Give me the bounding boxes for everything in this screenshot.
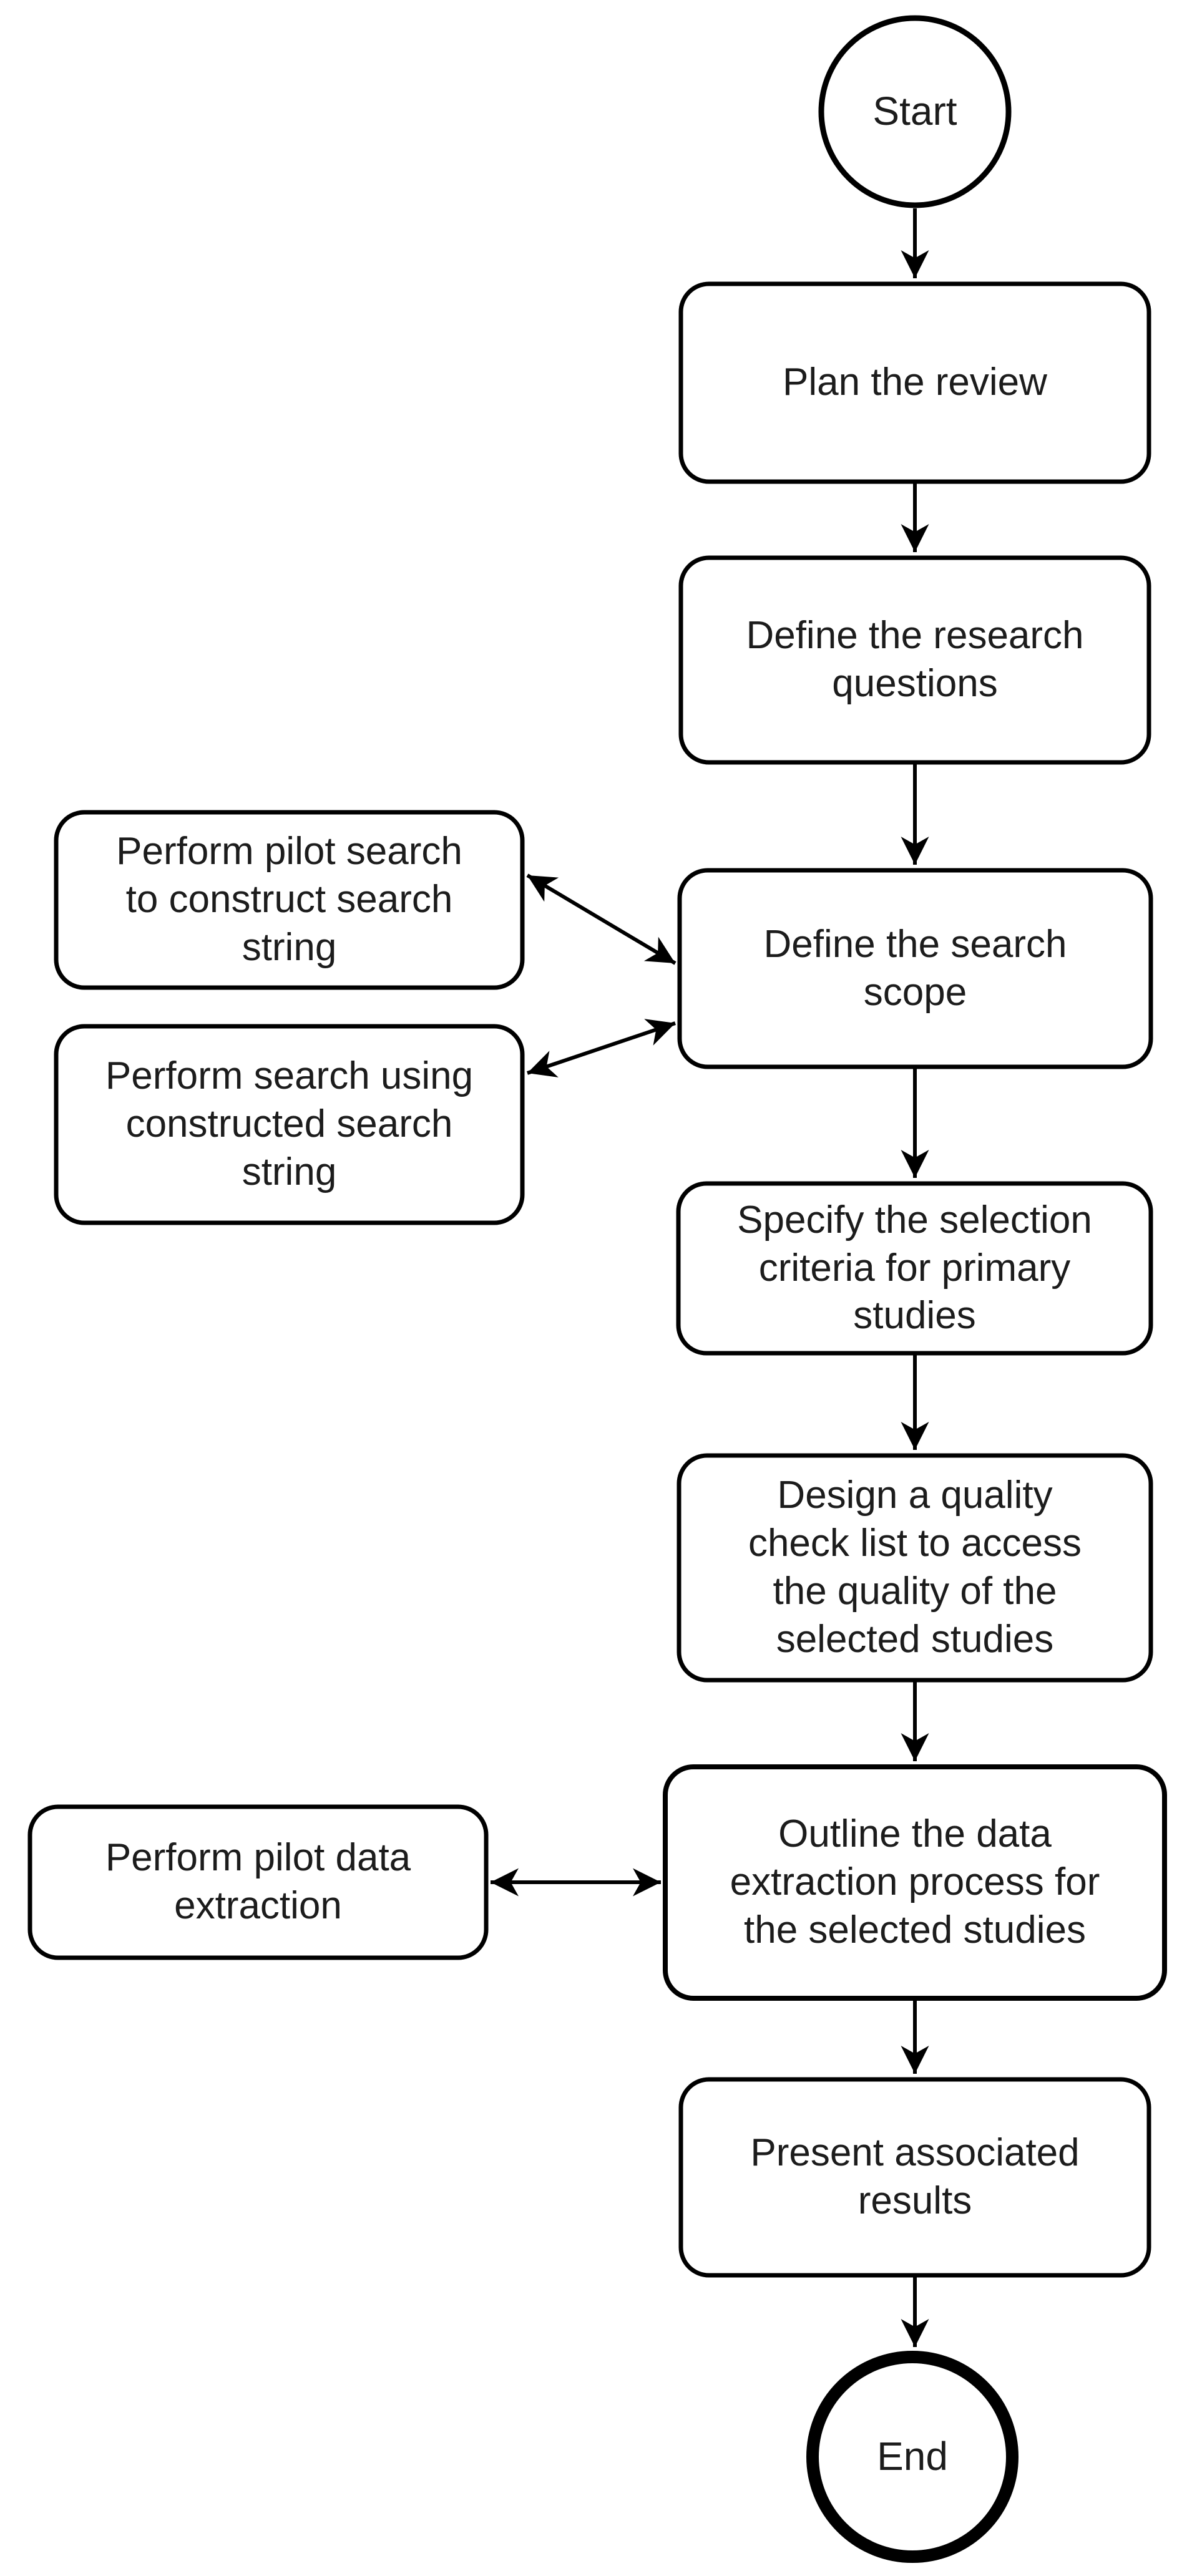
plan-review-label: Plan the review bbox=[783, 361, 1047, 404]
pilot-search-box bbox=[54, 810, 525, 990]
end-terminator-label: End bbox=[877, 2434, 948, 2479]
arrow-scope-pilot-search bbox=[526, 873, 677, 965]
search-scope-label: Define the search scope bbox=[763, 922, 1067, 1014]
selection-criteria-label: Specify the selection criteria for prima… bbox=[737, 1198, 1092, 1338]
quality-checklist-label: Design a quality check list to access th… bbox=[748, 1474, 1082, 1661]
data-extraction-label: Outline the data extraction process for … bbox=[730, 1812, 1100, 1951]
search-using-box bbox=[54, 1024, 525, 1225]
pilot-search-label: Perform pilot search to construct search… bbox=[116, 830, 462, 969]
arrow-scope-search-using bbox=[527, 1019, 676, 1077]
pilot-data-extraction-box bbox=[27, 1804, 489, 1960]
start-terminator-label: Start bbox=[872, 89, 957, 134]
start-terminator-shape bbox=[818, 15, 1012, 208]
research-questions-label: Define the research questions bbox=[746, 614, 1084, 705]
pilot-data-extraction-label: Perform pilot data extraction bbox=[105, 1836, 411, 1927]
end-terminator-shape bbox=[806, 2351, 1019, 2563]
present-results-label: Present associated results bbox=[750, 2131, 1080, 2222]
search-using-label: Perform search using constructed search … bbox=[105, 1054, 474, 1193]
